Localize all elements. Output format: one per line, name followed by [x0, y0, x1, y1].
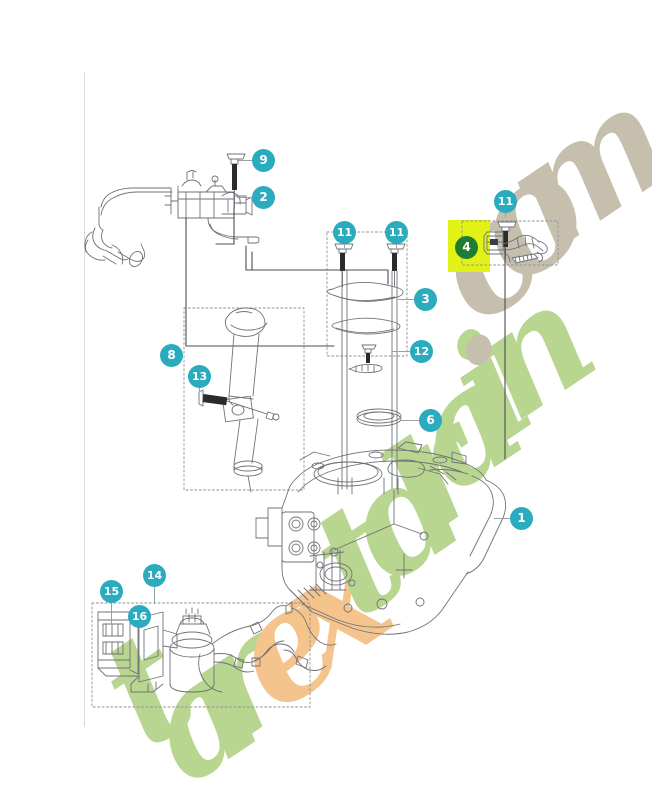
leader-1: [494, 518, 510, 519]
part-bolt-9: [226, 153, 246, 209]
part-control-cables: [185, 207, 389, 347]
callout-3-shift-rod-assembly[interactable]: 3: [414, 288, 437, 311]
callout-8-shift-handle-kit[interactable]: 8: [160, 344, 183, 367]
callout-11-bolt-right[interactable]: 11: [385, 221, 408, 244]
group-box-handle: [183, 307, 305, 491]
callout-11-bolt-left[interactable]: 11: [333, 221, 356, 244]
leader-12: [392, 351, 410, 352]
leader-3: [398, 299, 414, 300]
part-shift-rod-assembly: [326, 243, 406, 490]
left-margin-rule: [84, 72, 85, 727]
part-seal-ring-6: [356, 408, 402, 427]
group-box-selector: [461, 220, 559, 266]
callout-4-selected-part[interactable]: 4: [455, 236, 478, 259]
leader-2: [237, 197, 252, 198]
part-shift-handle-8: [198, 307, 280, 493]
leader-9: [237, 160, 252, 161]
group-box-electrical: [91, 602, 311, 708]
part-gearbox-housing-1: [255, 441, 507, 635]
callout-9-bolt[interactable]: 9: [252, 149, 275, 172]
leader-14: [154, 575, 155, 604]
part-shift-selector-4: [483, 221, 548, 460]
callout-12-bracket[interactable]: 12: [410, 340, 433, 363]
part-handlebar-throttle: [84, 170, 260, 267]
callout-6-seal-ring[interactable]: 6: [419, 409, 442, 432]
callout-1-gearbox-housing[interactable]: 1: [510, 507, 533, 530]
leader-6: [400, 420, 419, 421]
callout-11-bolt-upper[interactable]: 11: [494, 190, 517, 213]
callout-2-throttle-control[interactable]: 2: [252, 186, 275, 209]
part-electrical-kit-14: [97, 601, 337, 693]
callout-14-electrical-kit[interactable]: 14: [143, 564, 166, 587]
callout-15-control-module[interactable]: 15: [100, 580, 123, 603]
callout-16-mounting-plate[interactable]: 16: [128, 605, 151, 628]
callout-13-screw[interactable]: 13: [188, 365, 211, 388]
leader-15: [111, 591, 112, 625]
